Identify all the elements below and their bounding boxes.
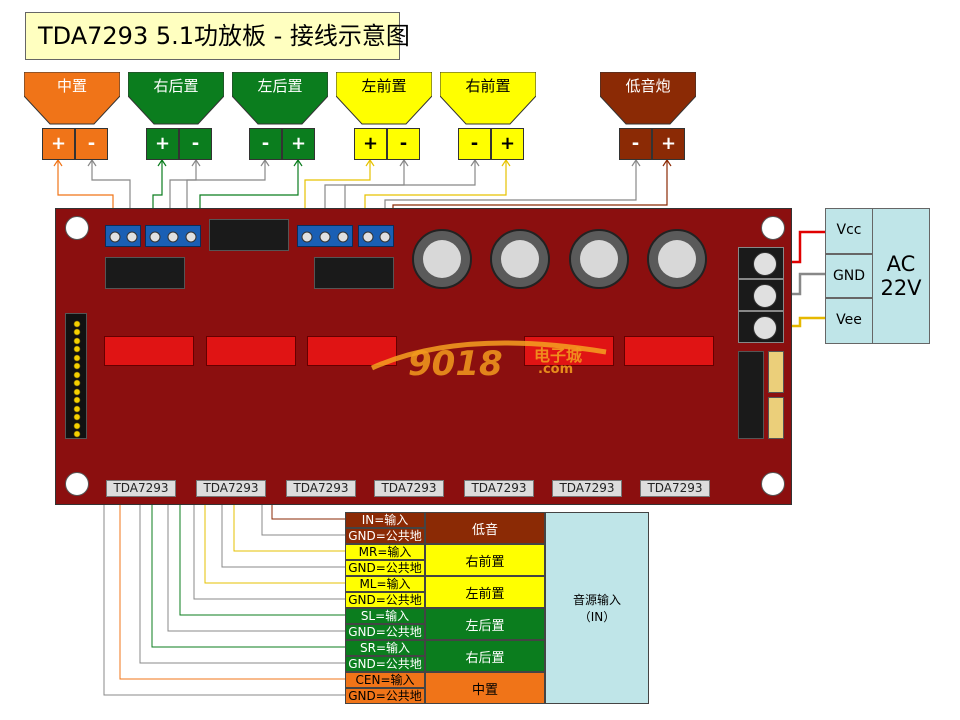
left-front-terminal-2: - <box>387 128 420 160</box>
input-ground: GND=公共地 <box>345 624 425 640</box>
chip-label: TDA7293 <box>640 480 710 497</box>
speaker-right-front: 右前置 <box>440 72 536 128</box>
gnd-label: GND <box>825 254 873 298</box>
input-channel: 左前置 <box>425 576 545 608</box>
input-ground: GND=公共地 <box>345 528 425 544</box>
amplifier-board: TDA7293 TDA7293 TDA7293 TDA7293 TDA7293 … <box>55 208 792 505</box>
regulator <box>738 351 764 439</box>
sub-terminal-1: - <box>619 128 652 160</box>
vee-label: Vee <box>825 298 873 344</box>
ac-voltage: 22V <box>880 276 922 300</box>
heatsink <box>307 336 397 366</box>
input-ground: GND=公共地 <box>345 656 425 672</box>
input-channel: 右后置 <box>425 640 545 672</box>
speaker-subwoofer: 低音炮 <box>600 72 696 128</box>
chip-label: TDA7293 <box>286 480 356 497</box>
chip-label: TDA7293 <box>196 480 266 497</box>
power-terminal-vcc <box>738 247 784 279</box>
capacitor <box>490 229 550 289</box>
sub-terminal-2: + <box>652 128 685 160</box>
input-signal: CEN=输入 <box>345 672 425 688</box>
heatsink <box>524 336 614 366</box>
mounting-hole <box>65 216 89 240</box>
input-signal: MR=输入 <box>345 544 425 560</box>
watermark-digits: 9018 <box>408 344 503 384</box>
ic-chip <box>105 257 185 289</box>
mounting-hole <box>65 472 89 496</box>
input-pin-header <box>65 313 87 439</box>
speaker-label: 左前置 <box>361 77 407 95</box>
input-channel: 右前置 <box>425 544 545 576</box>
capacitor <box>569 229 629 289</box>
speaker-left-front: 左前置 <box>336 72 432 128</box>
source-label: 音源输入 <box>572 593 621 607</box>
right-front-terminal-1: - <box>458 128 491 160</box>
input-ground: GND=公共地 <box>345 688 425 704</box>
capacitor <box>412 229 472 289</box>
input-channel: 左后置 <box>425 608 545 640</box>
page-title: TDA7293 5.1功放板 - 接线示意图 <box>25 12 410 60</box>
speaker-label: 右后置 <box>153 77 199 95</box>
resistor <box>768 351 784 393</box>
watermark-domain: .com <box>538 362 574 377</box>
vcc-label: Vcc <box>825 208 873 254</box>
speaker-terminal-block <box>105 225 141 247</box>
ac-label: AC <box>886 252 916 276</box>
input-signal: ML=输入 <box>345 576 425 592</box>
ic-chip <box>209 219 289 251</box>
ac-supply: AC 22V <box>872 208 930 344</box>
left-rear-terminal-2: + <box>282 128 315 160</box>
chip-label: TDA7293 <box>552 480 622 497</box>
speaker-left-rear: 左后置 <box>232 72 328 128</box>
heatsink <box>206 336 296 366</box>
heatsink <box>624 336 714 366</box>
center-terminal-1: + <box>42 128 75 160</box>
input-ground: GND=公共地 <box>345 592 425 608</box>
chip-label: TDA7293 <box>374 480 444 497</box>
power-terminal-vee <box>738 311 784 343</box>
input-ground: GND=公共地 <box>345 560 425 576</box>
input-signal: SR=输入 <box>345 640 425 656</box>
input-table: IN=输入 GND=公共地 低音 MR=输入 GND=公共地 右前置 ML=输入… <box>345 512 545 704</box>
ic-chip <box>314 257 394 289</box>
mounting-hole <box>761 472 785 496</box>
watermark-site: 电子城 <box>534 346 583 365</box>
input-signal: IN=输入 <box>345 512 425 528</box>
speaker-terminal-block <box>358 225 394 247</box>
heatsink <box>104 336 194 366</box>
input-channel: 低音 <box>425 512 545 544</box>
chip-label: TDA7293 <box>106 480 176 497</box>
mounting-hole <box>761 216 785 240</box>
speaker-terminal-block <box>145 225 201 247</box>
input-signal: SL=输入 <box>345 608 425 624</box>
center-terminal-2: - <box>75 128 108 160</box>
speaker-label: 右前置 <box>465 77 511 95</box>
resistor <box>768 397 784 439</box>
power-terminal-gnd <box>738 279 784 311</box>
source-sublabel: （IN） <box>578 610 616 624</box>
speaker-terminal-block <box>297 225 353 247</box>
watermark-logo: 9018 电子城 .com <box>370 338 610 388</box>
speaker-label: 左后置 <box>257 77 303 95</box>
chip-label: TDA7293 <box>464 480 534 497</box>
left-front-terminal-1: + <box>354 128 387 160</box>
right-front-terminal-2: + <box>491 128 524 160</box>
audio-source-input: 音源输入 （IN） <box>545 512 649 704</box>
speaker-label: 低音炮 <box>625 77 671 95</box>
input-channel: 中置 <box>425 672 545 704</box>
right-rear-terminal-1: + <box>146 128 179 160</box>
speaker-right-rear: 右后置 <box>128 72 224 128</box>
capacitor <box>647 229 707 289</box>
left-rear-terminal-1: - <box>249 128 282 160</box>
speaker-center: 中置 <box>24 72 120 128</box>
speaker-label: 中置 <box>56 77 87 95</box>
right-rear-terminal-2: - <box>179 128 212 160</box>
